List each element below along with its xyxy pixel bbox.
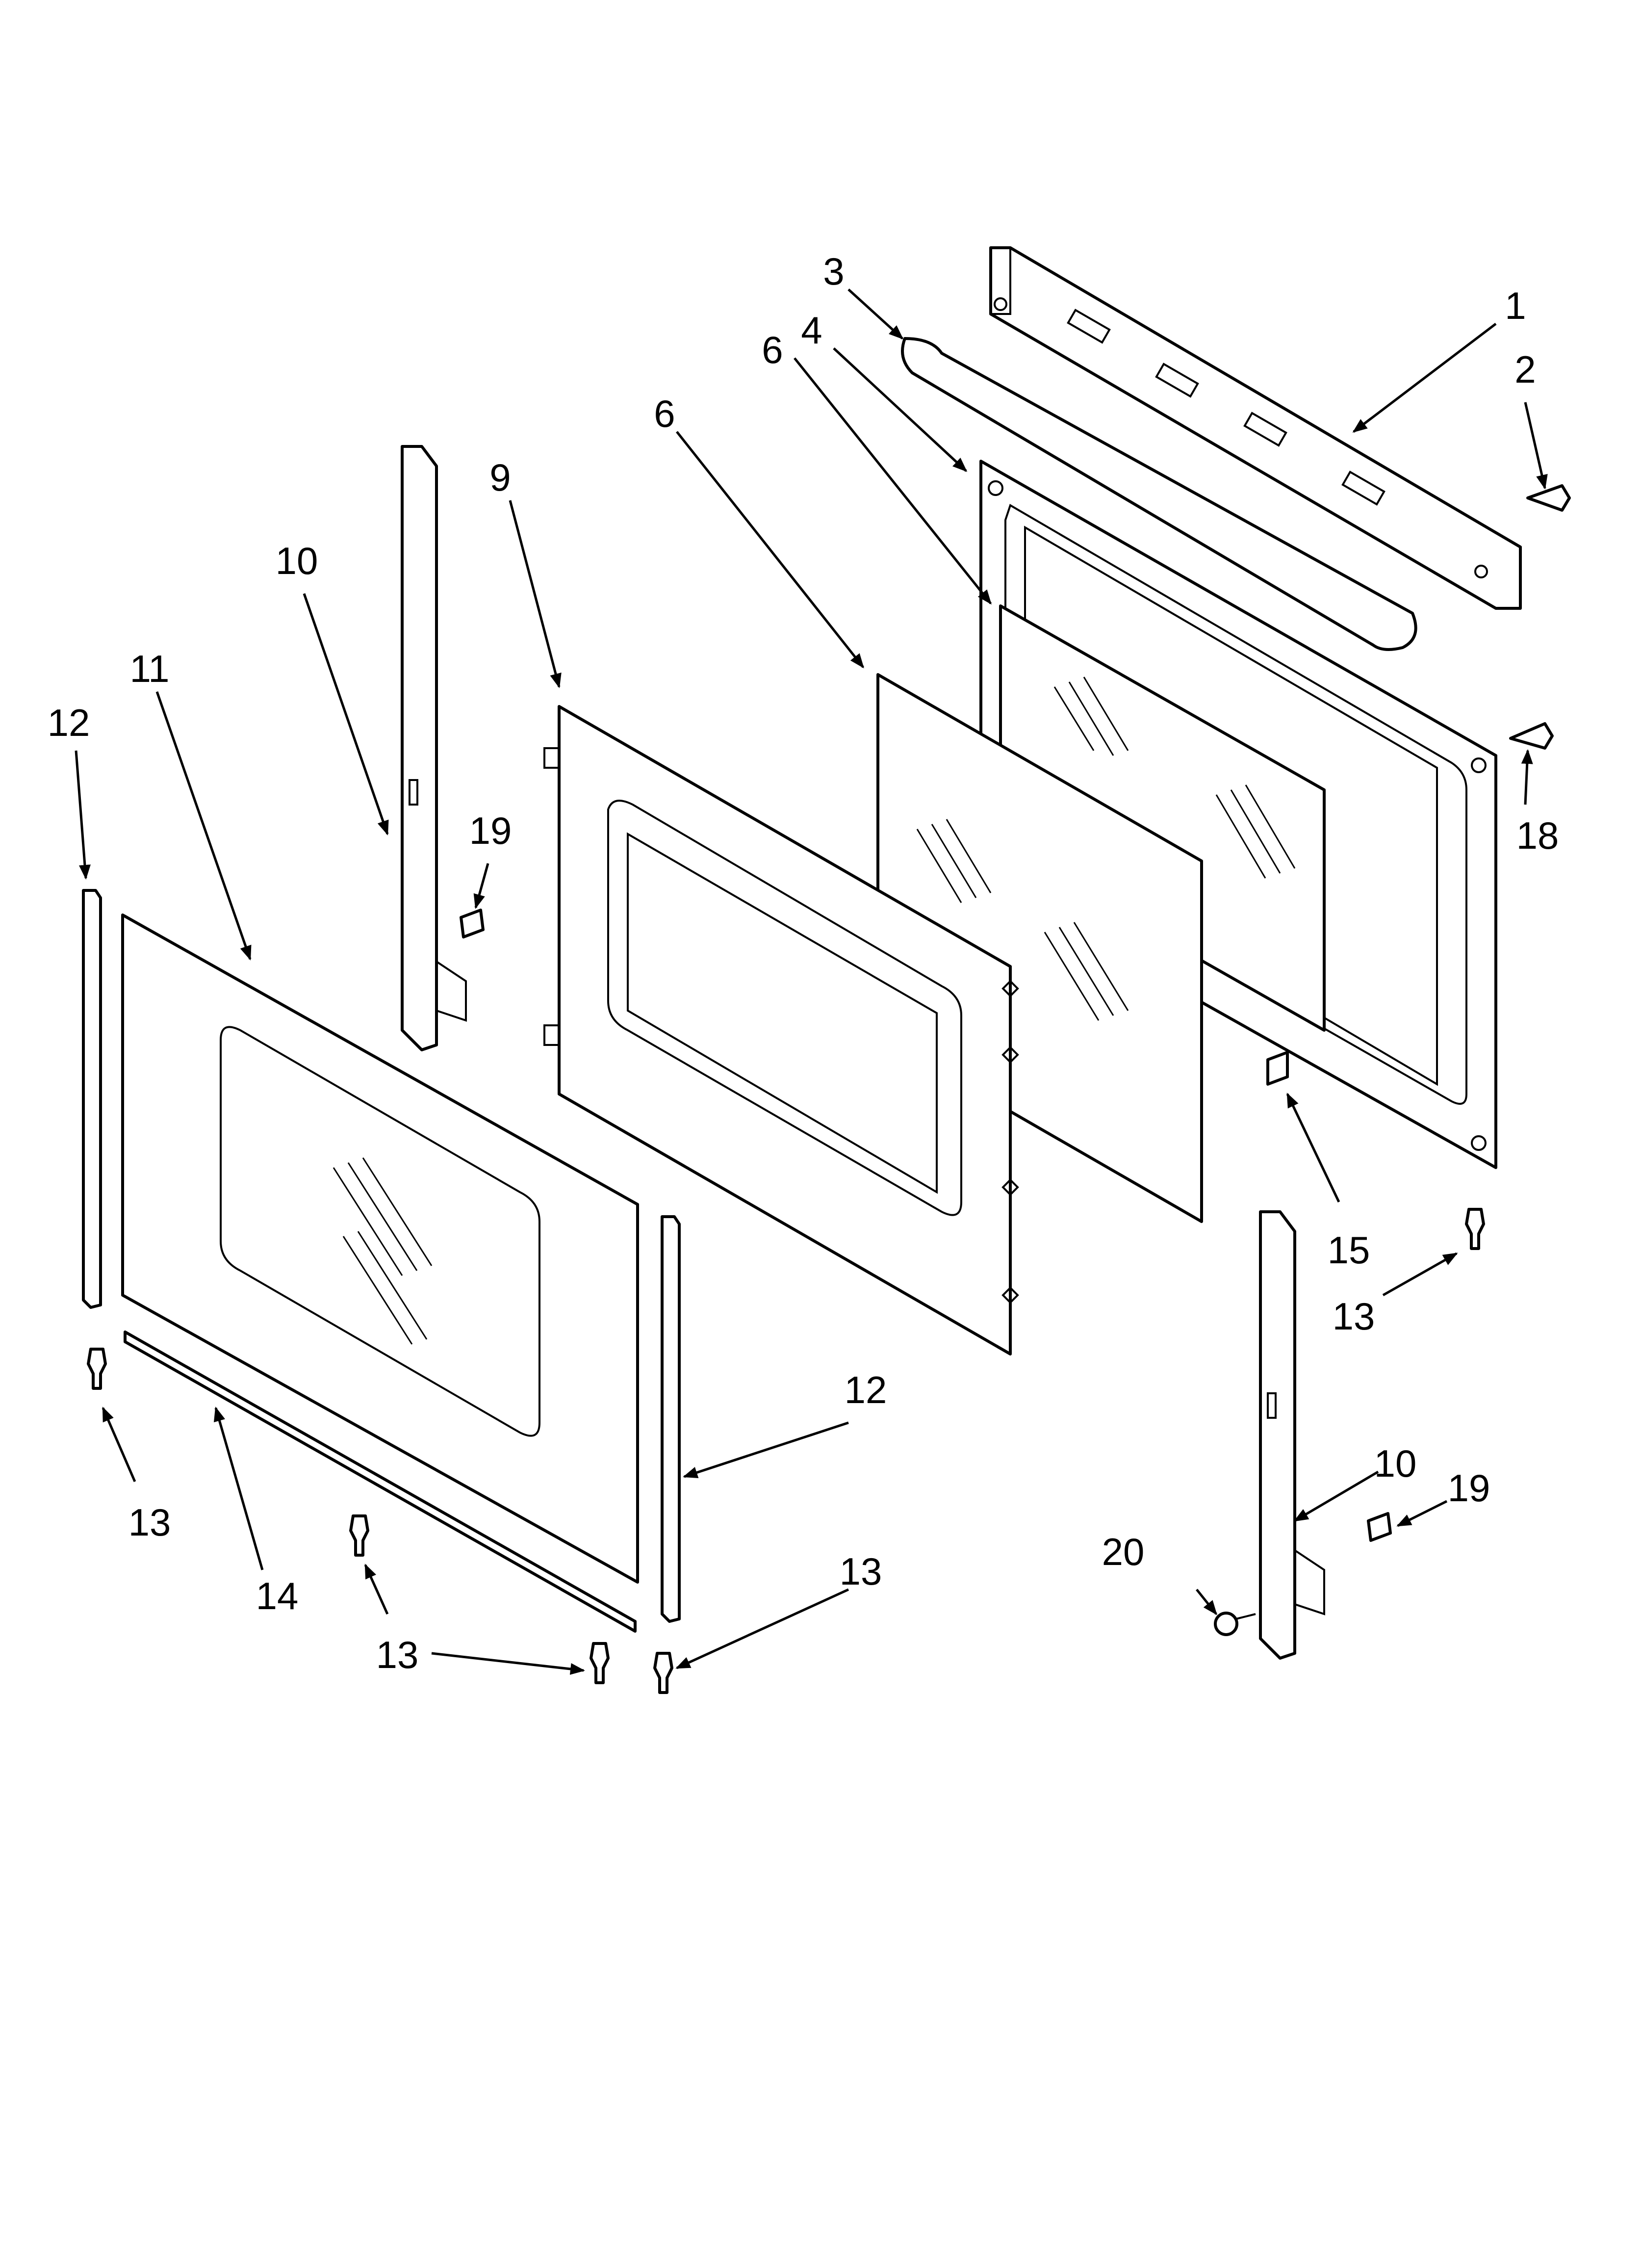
leader-lines (75, 288, 1548, 1675)
part-1-vent-trim (989, 246, 1522, 610)
callout-14: 14 (256, 1574, 299, 1617)
callout-3: 3 (823, 250, 844, 293)
part-3-trim-strip (901, 337, 1417, 651)
callout-12: 12 (845, 1368, 887, 1411)
part-20-screw (1214, 1612, 1256, 1636)
part-12-side-trim-right (661, 1215, 681, 1623)
callout-13: 13 (840, 1550, 882, 1593)
callout-6: 6 (654, 392, 675, 435)
callout-18: 18 (1516, 814, 1559, 857)
part-9-door-frame (543, 705, 1019, 1356)
callout-15: 15 (1328, 1228, 1370, 1272)
callout-19: 19 (1448, 1466, 1490, 1510)
part-12-side-trim-left (82, 889, 102, 1309)
callout-2: 2 (1514, 348, 1536, 391)
callout-13: 13 (1333, 1295, 1375, 1338)
part-18-screw (1509, 722, 1554, 750)
callout-10: 10 (1374, 1442, 1417, 1485)
callout-13: 13 (128, 1501, 171, 1544)
callout-11: 11 (130, 647, 170, 690)
part-11-outer-door (121, 913, 639, 1584)
callout-12: 12 (48, 701, 90, 744)
callout-10: 10 (276, 539, 318, 582)
part-10-hinge-right (1259, 1210, 1325, 1660)
callout-20: 20 (1102, 1530, 1145, 1573)
part-10-hinge-left (401, 445, 467, 1051)
callout-19: 19 (469, 809, 512, 852)
part-14-bottom-trim (124, 1330, 637, 1633)
part-2-screw (1526, 484, 1571, 512)
callout-13: 13 (376, 1633, 419, 1676)
callout-1: 1 (1505, 284, 1526, 327)
callout-labels: 1 2 3 4 6 6 9 10 11 12 19 18 15 13 12 10… (48, 250, 1559, 1676)
part-19-clip-right (1367, 1512, 1392, 1542)
callout-9: 9 (489, 456, 511, 499)
part-13-screws (87, 1208, 1485, 1694)
part-15-clip (1266, 1051, 1289, 1086)
callout-4: 4 (801, 309, 822, 352)
callout-6: 6 (762, 328, 783, 371)
part-19-clip-left (460, 909, 485, 938)
